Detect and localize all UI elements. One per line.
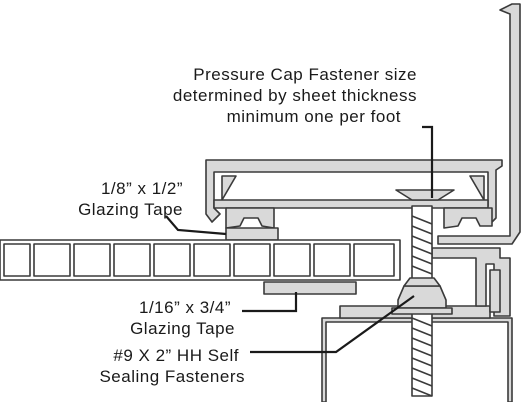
fasteners-line1: #9 X 2” HH Self xyxy=(113,346,239,365)
countersink xyxy=(395,189,455,201)
bottom-glazing-tape-label: 1/16” x 3/4” Glazing Tape xyxy=(130,297,235,339)
top-tape-line1: 1/8” x 1/2” xyxy=(100,179,183,198)
top-tape-line2: Glazing Tape xyxy=(78,200,183,219)
hex-head-top xyxy=(403,277,441,287)
pressure-cap-line1: Pressure Cap Fastener size xyxy=(193,65,417,84)
fasteners-line2: Sealing Fasteners xyxy=(99,367,245,386)
sealing-washer xyxy=(391,307,453,315)
leader-bottom-tape xyxy=(242,292,298,313)
leader-pressure-cap xyxy=(422,125,434,198)
top-glazing-tape xyxy=(225,227,279,241)
bottom-tape-line2: Glazing Tape xyxy=(130,319,235,338)
leader-fasteners xyxy=(250,295,415,354)
pressure-cap-label: Pressure Cap Fastener size determined by… xyxy=(173,64,417,127)
multiwall-sheet-outline xyxy=(0,239,401,281)
hex-head-fastener xyxy=(397,285,447,309)
bottom-tape-line1: 1/16” x 3/4” xyxy=(139,298,231,317)
pressure-cap-line3: minimum one per foot xyxy=(226,107,401,126)
pressure-cap-right-fin xyxy=(469,175,485,201)
right-gasket xyxy=(443,207,493,229)
leader-top-tape xyxy=(165,215,227,236)
bottom-glazing-tape xyxy=(263,281,357,295)
pressure-cap-left-fin xyxy=(221,175,237,201)
pressure-cap-line2: determined by sheet thickness xyxy=(172,86,417,105)
top-glazing-tape-label: 1/8” x 1/2” Glazing Tape xyxy=(78,178,183,220)
left-gasket xyxy=(225,207,275,229)
right-channel-inner xyxy=(489,269,501,313)
leader-lines xyxy=(165,125,434,354)
multiwall-sheet-cells xyxy=(3,243,395,277)
vertical-flashing xyxy=(437,3,521,245)
cap-web xyxy=(213,199,489,209)
fasteners-label: #9 X 2” HH Self Sealing Fasteners xyxy=(99,345,245,387)
